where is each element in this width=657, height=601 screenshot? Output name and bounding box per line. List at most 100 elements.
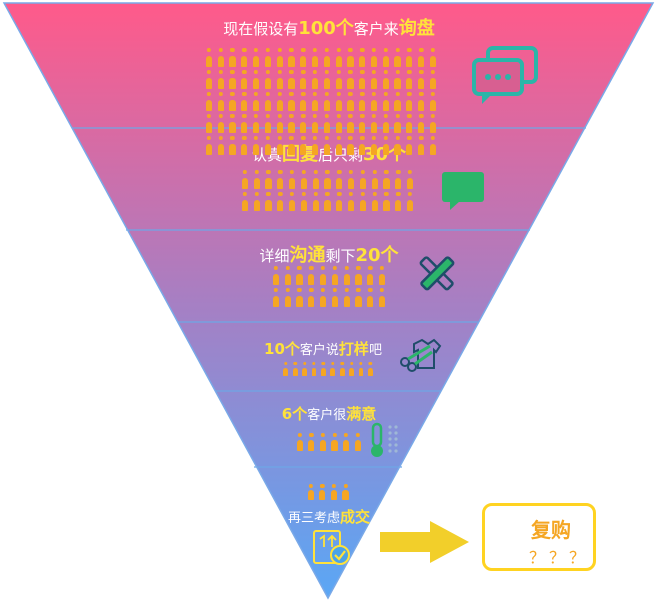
customer-icon: [405, 114, 415, 134]
customer-icon: [357, 48, 367, 68]
customer-icon: [322, 92, 332, 112]
customer-icon: [228, 92, 238, 112]
customer-icon: [216, 92, 226, 112]
customer-icon: [287, 70, 297, 90]
stage-1-caption: 现在假设有100个客户来询盘: [223, 18, 435, 39]
customer-icon: [299, 192, 309, 212]
customer-icons-6: [295, 433, 365, 453]
customer-icon: [298, 48, 308, 68]
customer-icon: [381, 70, 391, 90]
customer-icon: [330, 433, 340, 451]
customer-icon: [318, 288, 328, 308]
customer-icon: [263, 70, 273, 90]
customer-icon: [393, 192, 403, 212]
chat-bubbles-icon: [472, 46, 538, 104]
customer-icon: [322, 70, 332, 90]
customer-icon: [239, 92, 249, 112]
customer-icon: [263, 136, 273, 156]
stage-4-caption: 10个客户说打样吧: [264, 340, 382, 358]
message-icon: [442, 172, 484, 210]
customer-icon: [216, 48, 226, 68]
customer-icon: [263, 92, 273, 112]
customer-icon: [251, 136, 261, 156]
customer-icon: [251, 114, 261, 134]
customer-icon: [307, 433, 317, 451]
customer-icon: [428, 70, 438, 90]
customer-icon: [365, 266, 375, 286]
customer-icon: [358, 170, 368, 190]
customer-icon: [357, 136, 367, 156]
customer-icon: [405, 48, 415, 68]
customer-icon: [346, 114, 356, 134]
customer-icon: [216, 70, 226, 90]
funnel-body: [4, 3, 653, 598]
ruler-pencil-icon: [419, 256, 455, 291]
customer-icon: [298, 70, 308, 90]
customer-icon: [275, 92, 285, 112]
thermometer-icon: [371, 422, 398, 457]
customer-icon: [342, 266, 352, 286]
customer-icon: [252, 192, 262, 212]
customer-icon: [216, 136, 226, 156]
customer-icon: [240, 170, 250, 190]
customer-icon: [405, 92, 415, 112]
customer-icon: [295, 288, 305, 308]
customer-icon: [310, 70, 320, 90]
customer-icon: [228, 70, 238, 90]
customer-icon: [287, 192, 297, 212]
repurchase-title: 复购: [531, 518, 571, 542]
customer-icon: [275, 192, 285, 212]
customer-icon: [428, 48, 438, 68]
customer-icon: [320, 362, 328, 377]
customer-icon: [334, 192, 344, 212]
customer-icon: [318, 484, 328, 500]
customer-icon: [416, 70, 426, 90]
customer-icon: [252, 170, 262, 190]
customer-icon: [295, 266, 305, 286]
customer-icon: [381, 114, 391, 134]
customer-icon: [334, 70, 344, 90]
customer-icon: [310, 92, 320, 112]
customer-icon: [369, 48, 379, 68]
customer-icon: [341, 433, 351, 451]
customer-icon: [382, 192, 392, 212]
customer-icon: [341, 484, 351, 500]
customer-icon: [346, 192, 356, 212]
customer-icon: [251, 70, 261, 90]
customer-icon: [428, 114, 438, 134]
customer-icon: [357, 362, 365, 377]
customer-icon: [204, 92, 214, 112]
customer-icon: [367, 362, 375, 377]
checklist-icon: [313, 530, 350, 565]
customer-icon: [370, 170, 380, 190]
customer-icon: [365, 288, 375, 308]
customer-icon: [251, 48, 261, 68]
customer-icon: [291, 362, 299, 377]
customer-icon: [353, 433, 363, 451]
repurchase-question: ？？？: [529, 548, 590, 567]
customer-icon: [311, 192, 321, 212]
customer-icon: [216, 114, 226, 134]
customer-icon: [275, 136, 285, 156]
customer-icon: [322, 136, 332, 156]
customer-icon: [334, 48, 344, 68]
customer-icon: [393, 114, 403, 134]
customer-icon: [251, 92, 261, 112]
customer-icon: [357, 92, 367, 112]
customer-icon: [354, 288, 364, 308]
customer-icon: [416, 114, 426, 134]
customer-icon: [334, 114, 344, 134]
customer-icon: [306, 288, 316, 308]
customer-icon: [377, 288, 387, 308]
customer-icon: [239, 114, 249, 134]
customer-icon: [310, 48, 320, 68]
customer-icon: [239, 48, 249, 68]
customer-icon: [299, 170, 309, 190]
customer-icon: [342, 288, 352, 308]
customer-icon: [405, 170, 415, 190]
customer-icon: [357, 70, 367, 90]
customer-icon: [428, 92, 438, 112]
customer-icon: [287, 170, 297, 190]
customer-icon: [416, 92, 426, 112]
customer-icons-100: [204, 48, 440, 158]
